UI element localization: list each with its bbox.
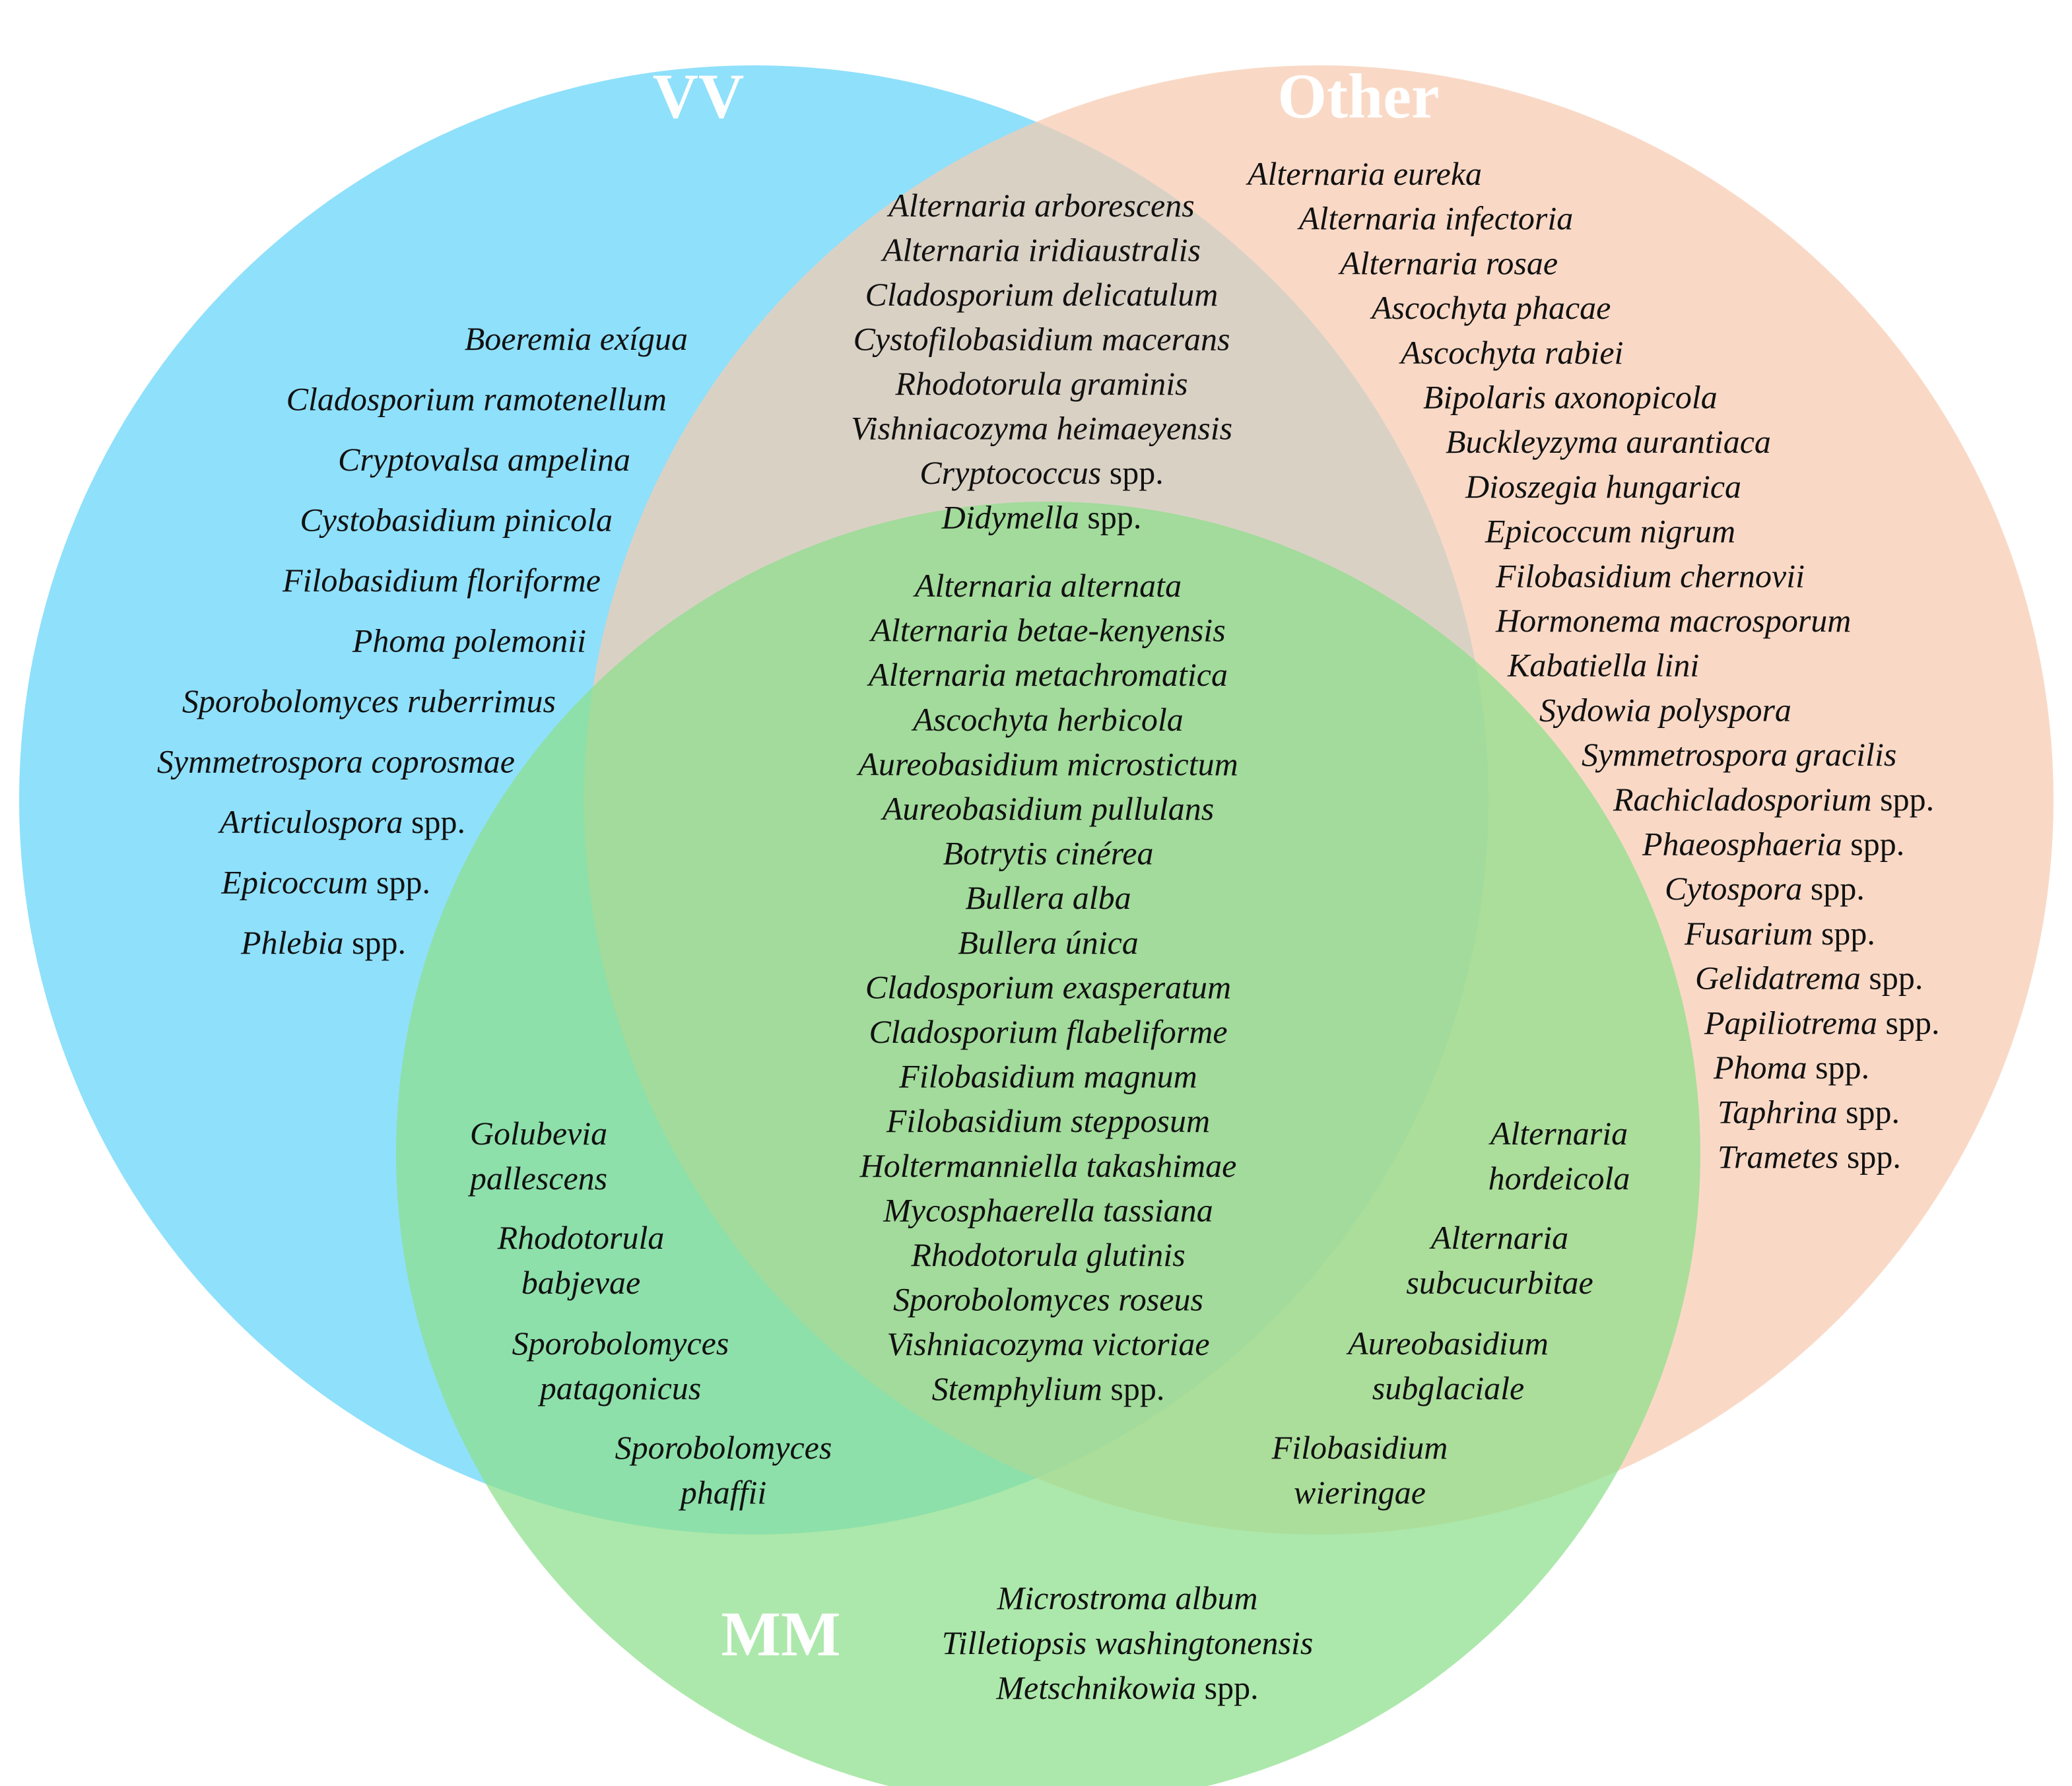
species-label: Alternaria xyxy=(1488,1115,1628,1152)
species-label: Alternaria rosae xyxy=(1338,244,1558,281)
species-label: Botrytis cinérea xyxy=(943,835,1154,872)
species-label: Alternaria eureka xyxy=(1246,155,1482,192)
species-label: Cladosporium delicatulum xyxy=(865,276,1219,313)
species-label: Papiliotrema spp. xyxy=(1704,1004,1939,1041)
species-label: Boeremia exígua xyxy=(465,320,688,357)
species-label: Symmetrospora gracilis xyxy=(1582,736,1896,773)
species-label: Tilletiopsis washingtonensis xyxy=(942,1624,1314,1661)
species-label: Rachicladosporium spp. xyxy=(1613,781,1934,818)
species-label: Trametes spp. xyxy=(1718,1138,1901,1175)
species-label: subglaciale xyxy=(1372,1370,1525,1406)
species-label: Vishniacozyma victoriae xyxy=(886,1325,1209,1362)
species-label: Cladosporium exasperatum xyxy=(865,968,1231,1005)
species-label: Didymella spp. xyxy=(941,499,1142,536)
set-circle-mm xyxy=(396,502,1700,1786)
species-label: wieringae xyxy=(1294,1474,1426,1511)
species-label: Epicoccum nigrum xyxy=(1485,513,1735,550)
species-label: Epicoccum spp. xyxy=(220,864,430,901)
species-label: Fusarium spp. xyxy=(1684,915,1875,952)
species-label: hordeicola xyxy=(1488,1160,1630,1197)
region-other-mm: AlternariahordeicolaAlternariasubcucurbi… xyxy=(1271,1115,1630,1511)
species-label: Alternaria metachromatica xyxy=(867,656,1228,693)
species-label: Rhodotorula glutinis xyxy=(910,1236,1185,1273)
species-label: Alternaria infectoria xyxy=(1297,200,1573,237)
species-label: Hormonema macrosporum xyxy=(1495,602,1851,639)
species-label: Rhodotorula xyxy=(497,1219,665,1256)
species-label: Filobasidium stepposum xyxy=(886,1102,1210,1139)
species-label: Cytospora spp. xyxy=(1665,870,1865,907)
species-label: Filobasidium xyxy=(1271,1429,1448,1466)
species-label: Aureobasidium xyxy=(1346,1325,1549,1362)
species-label: Phoma polemonii xyxy=(352,622,586,659)
species-label: Cladosporium flabeliforme xyxy=(869,1013,1227,1050)
species-label: Bullera única xyxy=(958,924,1139,961)
species-label: Filobasidium floriforme xyxy=(282,562,601,599)
species-label: Phaeosphaeria spp. xyxy=(1642,826,1904,863)
species-label: Metschnikowia spp. xyxy=(995,1669,1258,1706)
species-label: Ascochyta herbicola xyxy=(911,701,1184,738)
species-label: Filobasidium chernovii xyxy=(1495,557,1805,594)
species-label: Alternaria iridiaustralis xyxy=(881,232,1201,269)
species-label: Ascochyta rabiei xyxy=(1399,334,1623,371)
species-label: Sporobolomyces roseus xyxy=(893,1281,1203,1318)
species-label: phaffii xyxy=(679,1474,767,1511)
species-label: Holtermanniella takashimae xyxy=(859,1147,1237,1184)
species-label: Cryptovalsa ampelina xyxy=(338,441,630,478)
species-label: Mycosphaerella tassiana xyxy=(883,1191,1213,1228)
set-label-other: Other xyxy=(1277,61,1439,131)
species-label: Sydowia polyspora xyxy=(1539,691,1791,728)
species-label: Buckleyzyma aurantiaca xyxy=(1446,423,1771,460)
species-label: Golubevia xyxy=(470,1115,607,1152)
species-label: Vishniacozyma heimaeyensis xyxy=(851,410,1232,447)
species-label: Ascochyta phacae xyxy=(1370,289,1611,326)
set-labels: VV Other MM xyxy=(653,61,1440,1669)
species-label: Bullera alba xyxy=(965,879,1131,916)
species-label: pallescens xyxy=(468,1160,607,1197)
species-label: Cystofilobasidium macerans xyxy=(853,321,1230,358)
species-label: Cystobasidium pinicola xyxy=(300,502,613,539)
species-label: Microstroma album xyxy=(997,1579,1258,1616)
species-label: Stemphylium spp. xyxy=(932,1370,1165,1407)
species-label: Articulospora spp. xyxy=(218,803,465,840)
set-circles xyxy=(19,65,2054,1786)
species-label: Bipolaris axonopicola xyxy=(1423,379,1718,416)
species-label: Phlebia spp. xyxy=(240,924,406,961)
set-label-mm: MM xyxy=(721,1599,840,1669)
species-label: Filobasidium magnum xyxy=(898,1058,1197,1095)
species-label: Taphrina spp. xyxy=(1718,1094,1900,1131)
species-label: Rhodotorula graminis xyxy=(894,365,1187,402)
species-label: Alternaria betae-kenyensis xyxy=(869,612,1225,649)
species-label: patagonicus xyxy=(538,1370,701,1406)
species-label: Symmetrospora coprosmae xyxy=(157,743,515,780)
species-label: Kabatiella lini xyxy=(1507,647,1699,684)
species-label: Aureobasidium pullulans xyxy=(881,790,1214,827)
species-label: Aureobasidium microstictum xyxy=(856,745,1238,782)
species-label: Gelidatrema spp. xyxy=(1695,960,1923,997)
species-label: Phoma spp. xyxy=(1713,1049,1869,1086)
species-label: Sporobolomyces xyxy=(512,1325,729,1362)
species-label: subcucurbitae xyxy=(1406,1264,1593,1301)
species-label: Sporobolomyces ruberrimus xyxy=(182,682,556,719)
species-label: Alternaria xyxy=(1429,1219,1568,1256)
set-label-vv: VV xyxy=(653,61,745,131)
species-label: Alternaria arborescens xyxy=(886,187,1194,224)
species-label: babjevae xyxy=(521,1264,640,1301)
species-label: Cladosporium ramotenellum xyxy=(286,381,667,418)
species-label: Dioszegia hungarica xyxy=(1465,468,1741,505)
species-label: Sporobolomyces xyxy=(615,1429,832,1466)
species-label: Cryptococcus spp. xyxy=(919,454,1163,491)
species-label: Alternaria alternata xyxy=(913,567,1182,604)
